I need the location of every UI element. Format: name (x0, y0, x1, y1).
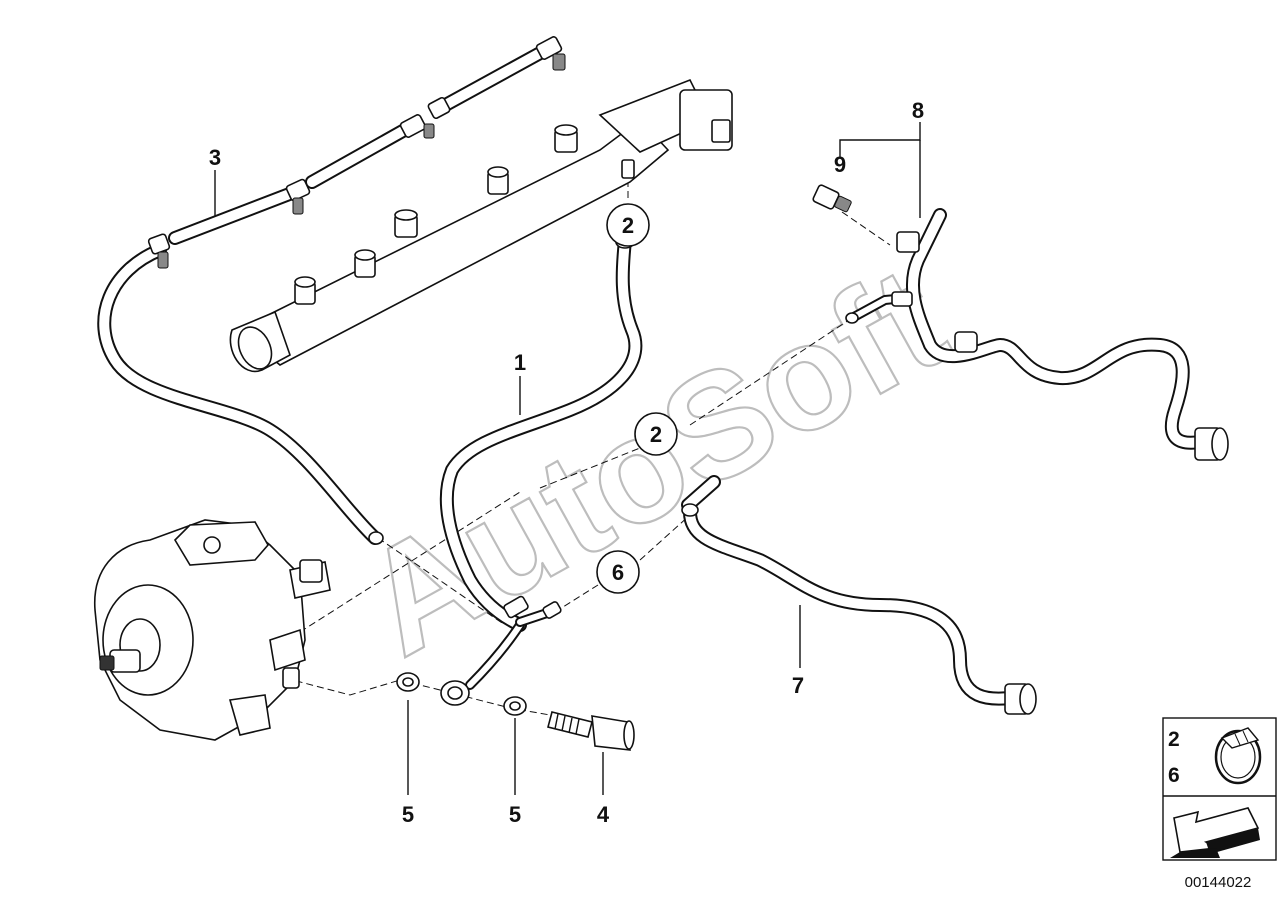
part-9-fitting (812, 184, 852, 213)
callout-5-right: 5 (509, 802, 521, 827)
direction-arrow-icon (1170, 807, 1260, 858)
callout-2-middle: 2 (634, 412, 678, 456)
fuel-rail (229, 78, 733, 373)
part-8-hose (845, 208, 1229, 461)
part-1-return-line (439, 233, 643, 706)
part-7-hose (681, 475, 1037, 715)
high-pressure-pump (94, 519, 331, 741)
callout-2-top: 2 (606, 203, 650, 247)
callout-6-label: 6 (612, 560, 624, 585)
callout-4: 4 (597, 802, 610, 827)
callout-6: 6 (596, 550, 640, 594)
hose-clamp-icon (1214, 727, 1262, 785)
part-5-washer-left (396, 672, 420, 692)
callout-9: 9 (834, 152, 846, 177)
callout-1: 1 (514, 350, 526, 375)
callout-leaders (214, 122, 921, 795)
callout-2-top-label: 2 (622, 213, 634, 238)
part-5-washer-right (503, 696, 527, 716)
callout-8: 8 (912, 98, 924, 123)
legend-item-6: 6 (1168, 764, 1180, 787)
callout-5-left: 5 (402, 802, 414, 827)
legend-box: 2 6 (1162, 717, 1277, 861)
part-4-bolt (547, 711, 635, 751)
part-3-leak-off-hose (97, 36, 566, 545)
callout-3: 3 (209, 145, 221, 170)
legend-item-2: 2 (1168, 728, 1180, 751)
rail-ports (294, 124, 578, 305)
reference-number: 00144022 (1185, 874, 1252, 891)
callout-7: 7 (792, 673, 804, 698)
callout-2-middle-label: 2 (650, 422, 662, 447)
